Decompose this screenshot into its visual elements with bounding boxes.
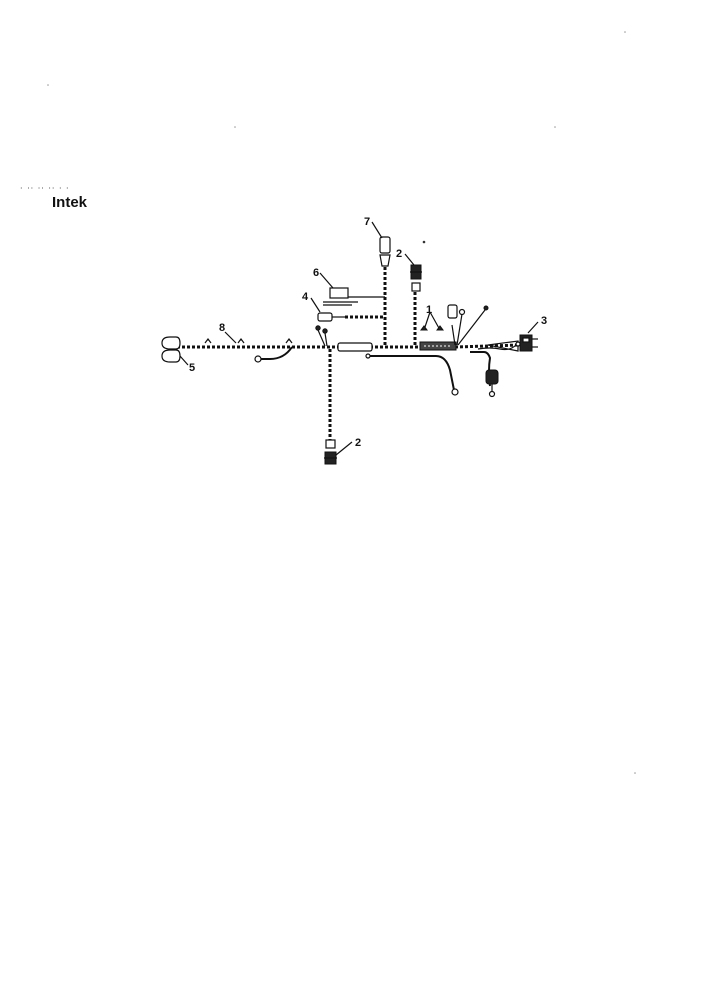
fuse-holder <box>323 287 385 306</box>
down-branch <box>324 349 337 465</box>
riser-2-upper <box>410 264 422 345</box>
leader-7 <box>371 221 383 239</box>
scan-speck <box>554 126 556 128</box>
leader-2-lower <box>335 441 353 456</box>
callout-4: 4 <box>302 291 309 303</box>
callout-8: 8 <box>219 322 225 334</box>
callout-1: 1 <box>426 304 432 316</box>
callout-7: 7 <box>364 216 370 228</box>
scan-speck <box>634 772 636 774</box>
scan-speck <box>422 240 426 244</box>
main-harness <box>172 338 521 352</box>
scan-speck <box>47 84 49 86</box>
callout-5: 5 <box>189 362 195 374</box>
headlight-connectors <box>161 336 189 366</box>
leader-2-upper <box>404 253 415 266</box>
lower-right-branches <box>365 341 521 398</box>
riser-7 <box>379 236 391 345</box>
scan-speck <box>624 31 626 33</box>
diode-leads <box>420 311 444 331</box>
ground-branch-left <box>254 346 293 363</box>
leader-8 <box>224 331 237 344</box>
leader-6 <box>319 272 334 289</box>
callout-2-lower: 2 <box>355 437 361 449</box>
scan-speck <box>234 126 236 128</box>
callout-6: 6 <box>313 267 319 279</box>
leader-4 <box>310 297 321 313</box>
header-marks: · ·· ·· ·· · · <box>20 184 70 193</box>
ignition-switch <box>317 312 385 322</box>
callout-3: 3 <box>541 315 547 327</box>
callout-2-upper: 2 <box>396 248 402 260</box>
engine-title: Intek <box>52 194 88 211</box>
right-fanout <box>447 304 489 346</box>
leader-3 <box>527 321 539 334</box>
upper-leads-left <box>315 325 328 347</box>
